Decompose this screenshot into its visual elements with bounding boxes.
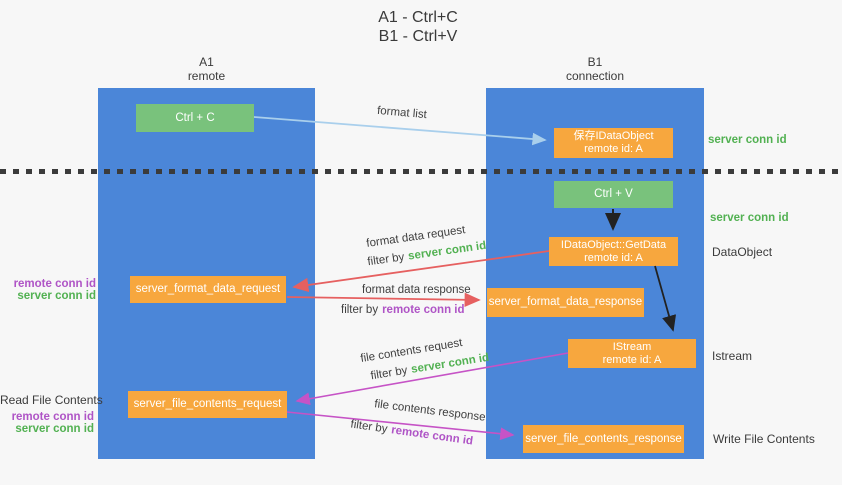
file-contents-response-label: file contents response	[373, 398, 487, 424]
node-save-dataobject-line1: 保存IDataObject	[573, 130, 654, 142]
node-server-file-contents-response-label: server_file_contents_response	[525, 432, 682, 445]
server-conn-id-annotation-mid: server conn id	[710, 212, 789, 224]
node-server-file-contents-request: server_file_contents_request	[128, 391, 287, 418]
node-ctrl-v-label: Ctrl + V	[594, 188, 633, 200]
filter-by-text: filter by	[349, 418, 389, 436]
remote-conn-id-annotation-2: remote conn id	[11, 411, 94, 423]
node-server-format-data-response: server_format_data_response	[487, 288, 644, 317]
node-ctrl-c: Ctrl + C	[136, 104, 254, 132]
node-server-file-contents-response: server_file_contents_response	[523, 425, 684, 453]
node-getdata-line1: IDataObject::GetData	[560, 238, 667, 251]
machine-separator-dotted-line	[0, 169, 842, 174]
node-istream-line2: remote id: A	[602, 353, 662, 366]
diagram-title: A1 - Ctrl+C B1 - Ctrl+V	[337, 8, 499, 46]
write-file-contents-annotation: Write File Contents	[713, 432, 815, 446]
lane-right-role: connection	[565, 69, 625, 83]
istream-annotation: Istream	[712, 349, 753, 363]
node-getdata-line2: remote id: A	[584, 251, 643, 264]
node-ctrl-v: Ctrl + V	[554, 181, 673, 208]
server-conn-id-annotation-top: server conn id	[708, 134, 787, 146]
conn-id-annotation-group-1: remote conn id server conn id	[0, 278, 96, 302]
node-server-format-data-response-label: server_format_data_response	[488, 296, 643, 308]
node-server-format-data-request-label: server_format_data_request	[135, 283, 281, 295]
node-istream-line1: IStream	[612, 340, 652, 353]
remote-conn-id-text: remote conn id	[390, 424, 474, 448]
node-istream: IStream remote id: A	[568, 339, 696, 368]
filter-by-text: filter by	[366, 251, 406, 269]
lane-header-left: A1 remote	[98, 55, 315, 83]
node-save-dataobject: 保存IDataObject remote id: A	[554, 128, 673, 158]
conn-id-annotation-group-2: remote conn id server conn id	[0, 411, 94, 435]
node-ctrl-c-label: Ctrl + C	[175, 111, 215, 124]
server-conn-id-annotation-1: server conn id	[17, 290, 96, 302]
server-conn-id-text: server conn id	[407, 239, 487, 263]
node-idataobject-getdata: IDataObject::GetData remote id: A	[549, 237, 678, 266]
remote-conn-id-annotation-1: remote conn id	[13, 278, 96, 290]
node-server-format-data-request: server_format_data_request	[130, 276, 286, 303]
server-conn-id-annotation-2: server conn id	[15, 423, 94, 435]
lane-left-role: remote	[187, 69, 226, 83]
lane-header-right: B1 connection	[486, 55, 704, 83]
node-server-file-contents-request-label: server_file_contents_request	[133, 398, 282, 410]
dataobject-annotation: DataObject	[712, 245, 773, 259]
title-line-1: A1 - Ctrl+C	[378, 9, 458, 26]
format-data-response-arrow	[286, 292, 481, 307]
lane-right-name: B1	[587, 55, 603, 69]
filter-by-text: filter by	[341, 304, 379, 316]
node-save-dataobject-line2: remote id: A	[584, 143, 643, 155]
remote-conn-id-text: remote conn id	[382, 304, 465, 316]
format-list-label: format list	[376, 104, 428, 122]
lane-left-name: A1	[199, 55, 214, 69]
format-data-response-label: format data response	[362, 284, 471, 296]
read-file-contents-annotation: Read File Contents	[0, 393, 103, 407]
filter-by-text: filter by	[369, 364, 409, 383]
title-line-2: B1 - Ctrl+V	[378, 28, 458, 45]
